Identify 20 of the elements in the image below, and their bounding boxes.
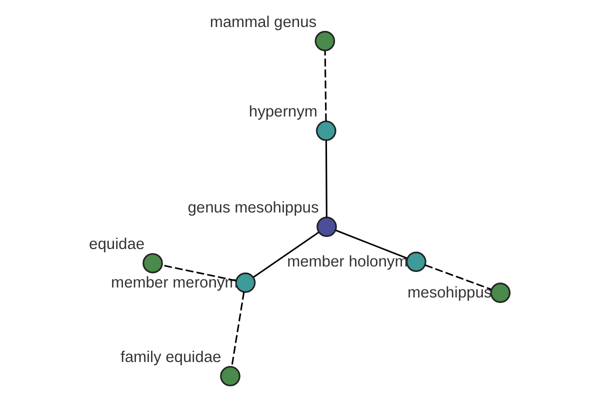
node-label: mammal genus xyxy=(210,14,317,31)
node-label: family equidae xyxy=(120,349,222,366)
node-circle xyxy=(316,120,336,141)
connector xyxy=(324,50,327,122)
node-circle xyxy=(316,216,337,237)
node-label: member holonym xyxy=(287,253,408,270)
node-circle xyxy=(314,30,336,52)
connector xyxy=(424,264,492,290)
connector xyxy=(335,230,408,260)
connector xyxy=(253,232,320,278)
connector xyxy=(325,140,328,218)
node-circle xyxy=(490,282,511,303)
node-circle xyxy=(220,366,240,386)
node-circle xyxy=(235,272,256,293)
node-circle xyxy=(406,252,426,272)
node-label: genus mesohippus xyxy=(188,200,319,217)
connector xyxy=(230,292,245,367)
node-label: equidae xyxy=(89,236,145,254)
node-label: hypernym xyxy=(248,104,318,121)
node-circle xyxy=(142,253,163,274)
